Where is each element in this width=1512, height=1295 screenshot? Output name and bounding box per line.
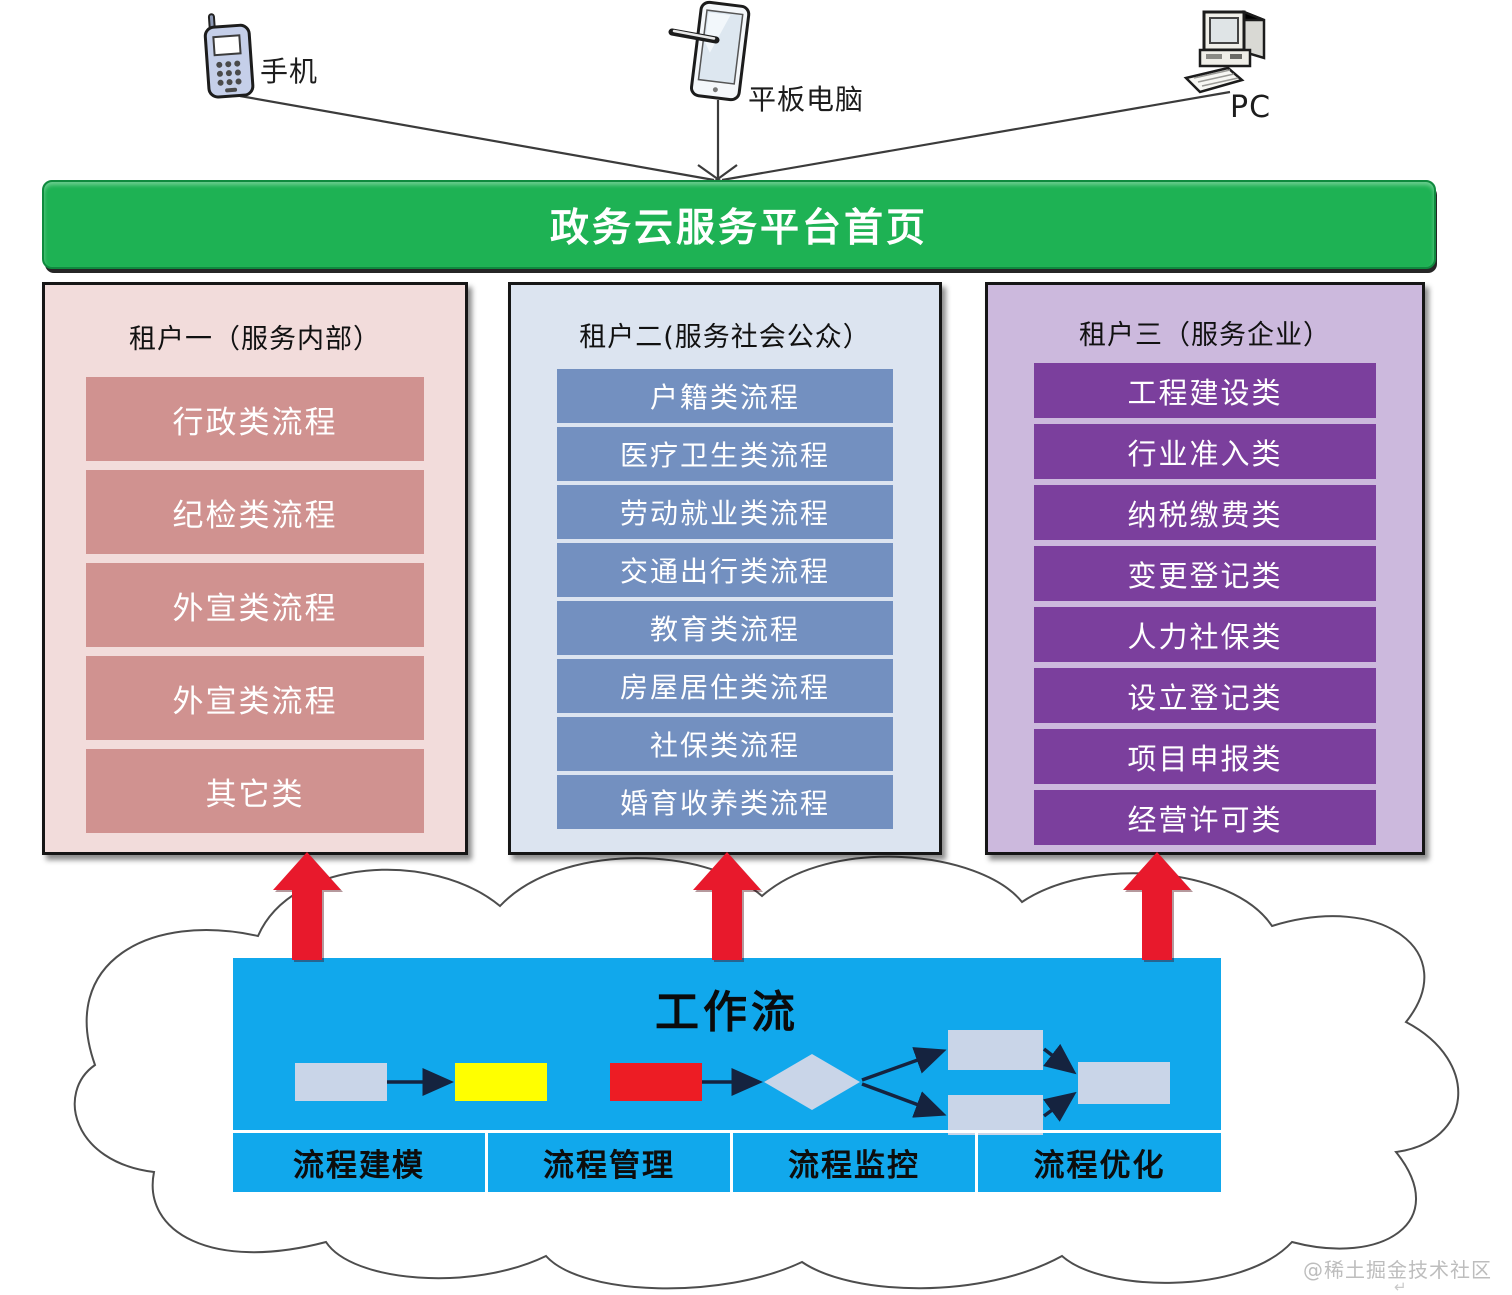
- tenant-item: 纳税缴费类: [1034, 485, 1376, 540]
- workflow-panel: 工作流 流程建模 流程管理: [233, 958, 1221, 1192]
- pc-icon: [1183, 10, 1266, 94]
- device-connector-lines: [239, 90, 1231, 193]
- arrow-head: [273, 852, 341, 890]
- workflow-label-monitoring: 流程监控: [730, 1133, 975, 1192]
- tenant-2-items: 户籍类流程医疗卫生类流程劳动就业类流程交通出行类流程教育类流程房屋居住类流程社保…: [511, 369, 939, 833]
- flow-start-box: [295, 1063, 387, 1101]
- tenant-item: 社保类流程: [557, 717, 893, 771]
- tenant-item: 交通出行类流程: [557, 543, 893, 597]
- mobile-phone-label: 手机: [260, 55, 319, 88]
- arrow-head: [1123, 852, 1191, 890]
- tenant-item: 设立登记类: [1034, 668, 1376, 723]
- tenant-1-panel: 租户一（服务内部） 行政类流程纪检类流程外宣类流程外宣类流程其它类: [42, 282, 468, 855]
- flow-branch-bottom-box: [948, 1095, 1043, 1135]
- tenant-item: 教育类流程: [557, 601, 893, 655]
- tenant-1-items: 行政类流程纪检类流程外宣类流程外宣类流程其它类: [45, 377, 465, 842]
- workflow-label-modeling: 流程建模: [293, 1148, 425, 1184]
- platform-banner: 政务云服务平台首页: [42, 180, 1436, 269]
- tenant-2-panel: 租户二(服务社会公众） 户籍类流程医疗卫生类流程劳动就业类流程交通出行类流程教育…: [508, 282, 942, 855]
- mobile-phone-icon: [203, 13, 255, 99]
- pc-label: PC: [1230, 90, 1272, 125]
- tablet-icon: [668, 0, 751, 102]
- tenant-item: 人力社保类: [1034, 607, 1376, 662]
- platform-banner-title: 政务云服务平台首页: [549, 205, 928, 251]
- tenant-item: 经营许可类: [1034, 790, 1376, 845]
- tenant-2-title: 租户二(服务社会公众）: [579, 322, 871, 353]
- workflow-label-management: 流程管理: [485, 1133, 730, 1192]
- arrow-shaft: [1142, 890, 1172, 960]
- tenant-3-title: 租户三（服务企业）: [1079, 320, 1331, 351]
- flow-branch-top-box: [948, 1030, 1043, 1070]
- tenant-item: 工程建设类: [1034, 363, 1376, 418]
- tenant-item: 变更登记类: [1034, 546, 1376, 601]
- tenant-item: 行业准入类: [1034, 424, 1376, 479]
- arrow-head: [693, 852, 761, 890]
- workflow-separator-line: [233, 1130, 1221, 1133]
- arrow-shaft: [292, 890, 322, 960]
- return-mark: ↵: [1394, 1278, 1407, 1295]
- red-up-arrow: [1123, 852, 1191, 960]
- tenant-item: 其它类: [86, 749, 424, 833]
- workflow-label-row: 流程建模 流程管理 流程监控 流程优化: [233, 1133, 1221, 1192]
- workflow-title: 工作流: [655, 987, 799, 1038]
- tenant-item: 外宣类流程: [86, 656, 424, 740]
- tenant-item: 外宣类流程: [86, 563, 424, 647]
- flow-task-box: [610, 1063, 702, 1101]
- tenant-3-panel: 租户三（服务企业） 工程建设类行业准入类纳税缴费类变更登记类人力社保类设立登记类…: [985, 282, 1425, 855]
- tenant-item: 户籍类流程: [557, 369, 893, 423]
- tenant-item: 房屋居住类流程: [557, 659, 893, 713]
- arrow-shaft: [712, 890, 742, 960]
- tenant-item: 纪检类流程: [86, 470, 424, 554]
- tenant-item: 劳动就业类流程: [557, 485, 893, 539]
- red-up-arrow: [273, 852, 341, 960]
- workflow-flow-arrows: [387, 1043, 1077, 1122]
- tenant-item: 项目申报类: [1034, 729, 1376, 784]
- tablet-label: 平板电脑: [748, 83, 865, 116]
- tenant-1-title: 租户一（服务内部）: [129, 324, 381, 355]
- tenant-3-items: 工程建设类行业准入类纳税缴费类变更登记类人力社保类设立登记类项目申报类经营许可类: [988, 363, 1422, 851]
- flow-step-box: [455, 1063, 547, 1101]
- red-up-arrow: [693, 852, 761, 960]
- watermark: @稀土掘金技术社区: [1303, 1258, 1492, 1282]
- workflow-label-optimization: 流程优化: [975, 1133, 1221, 1192]
- tenant-item: 婚育收养类流程: [557, 775, 893, 829]
- flow-end-box: [1078, 1062, 1170, 1104]
- tenant-item: 医疗卫生类流程: [557, 427, 893, 481]
- tenant-item: 行政类流程: [86, 377, 424, 461]
